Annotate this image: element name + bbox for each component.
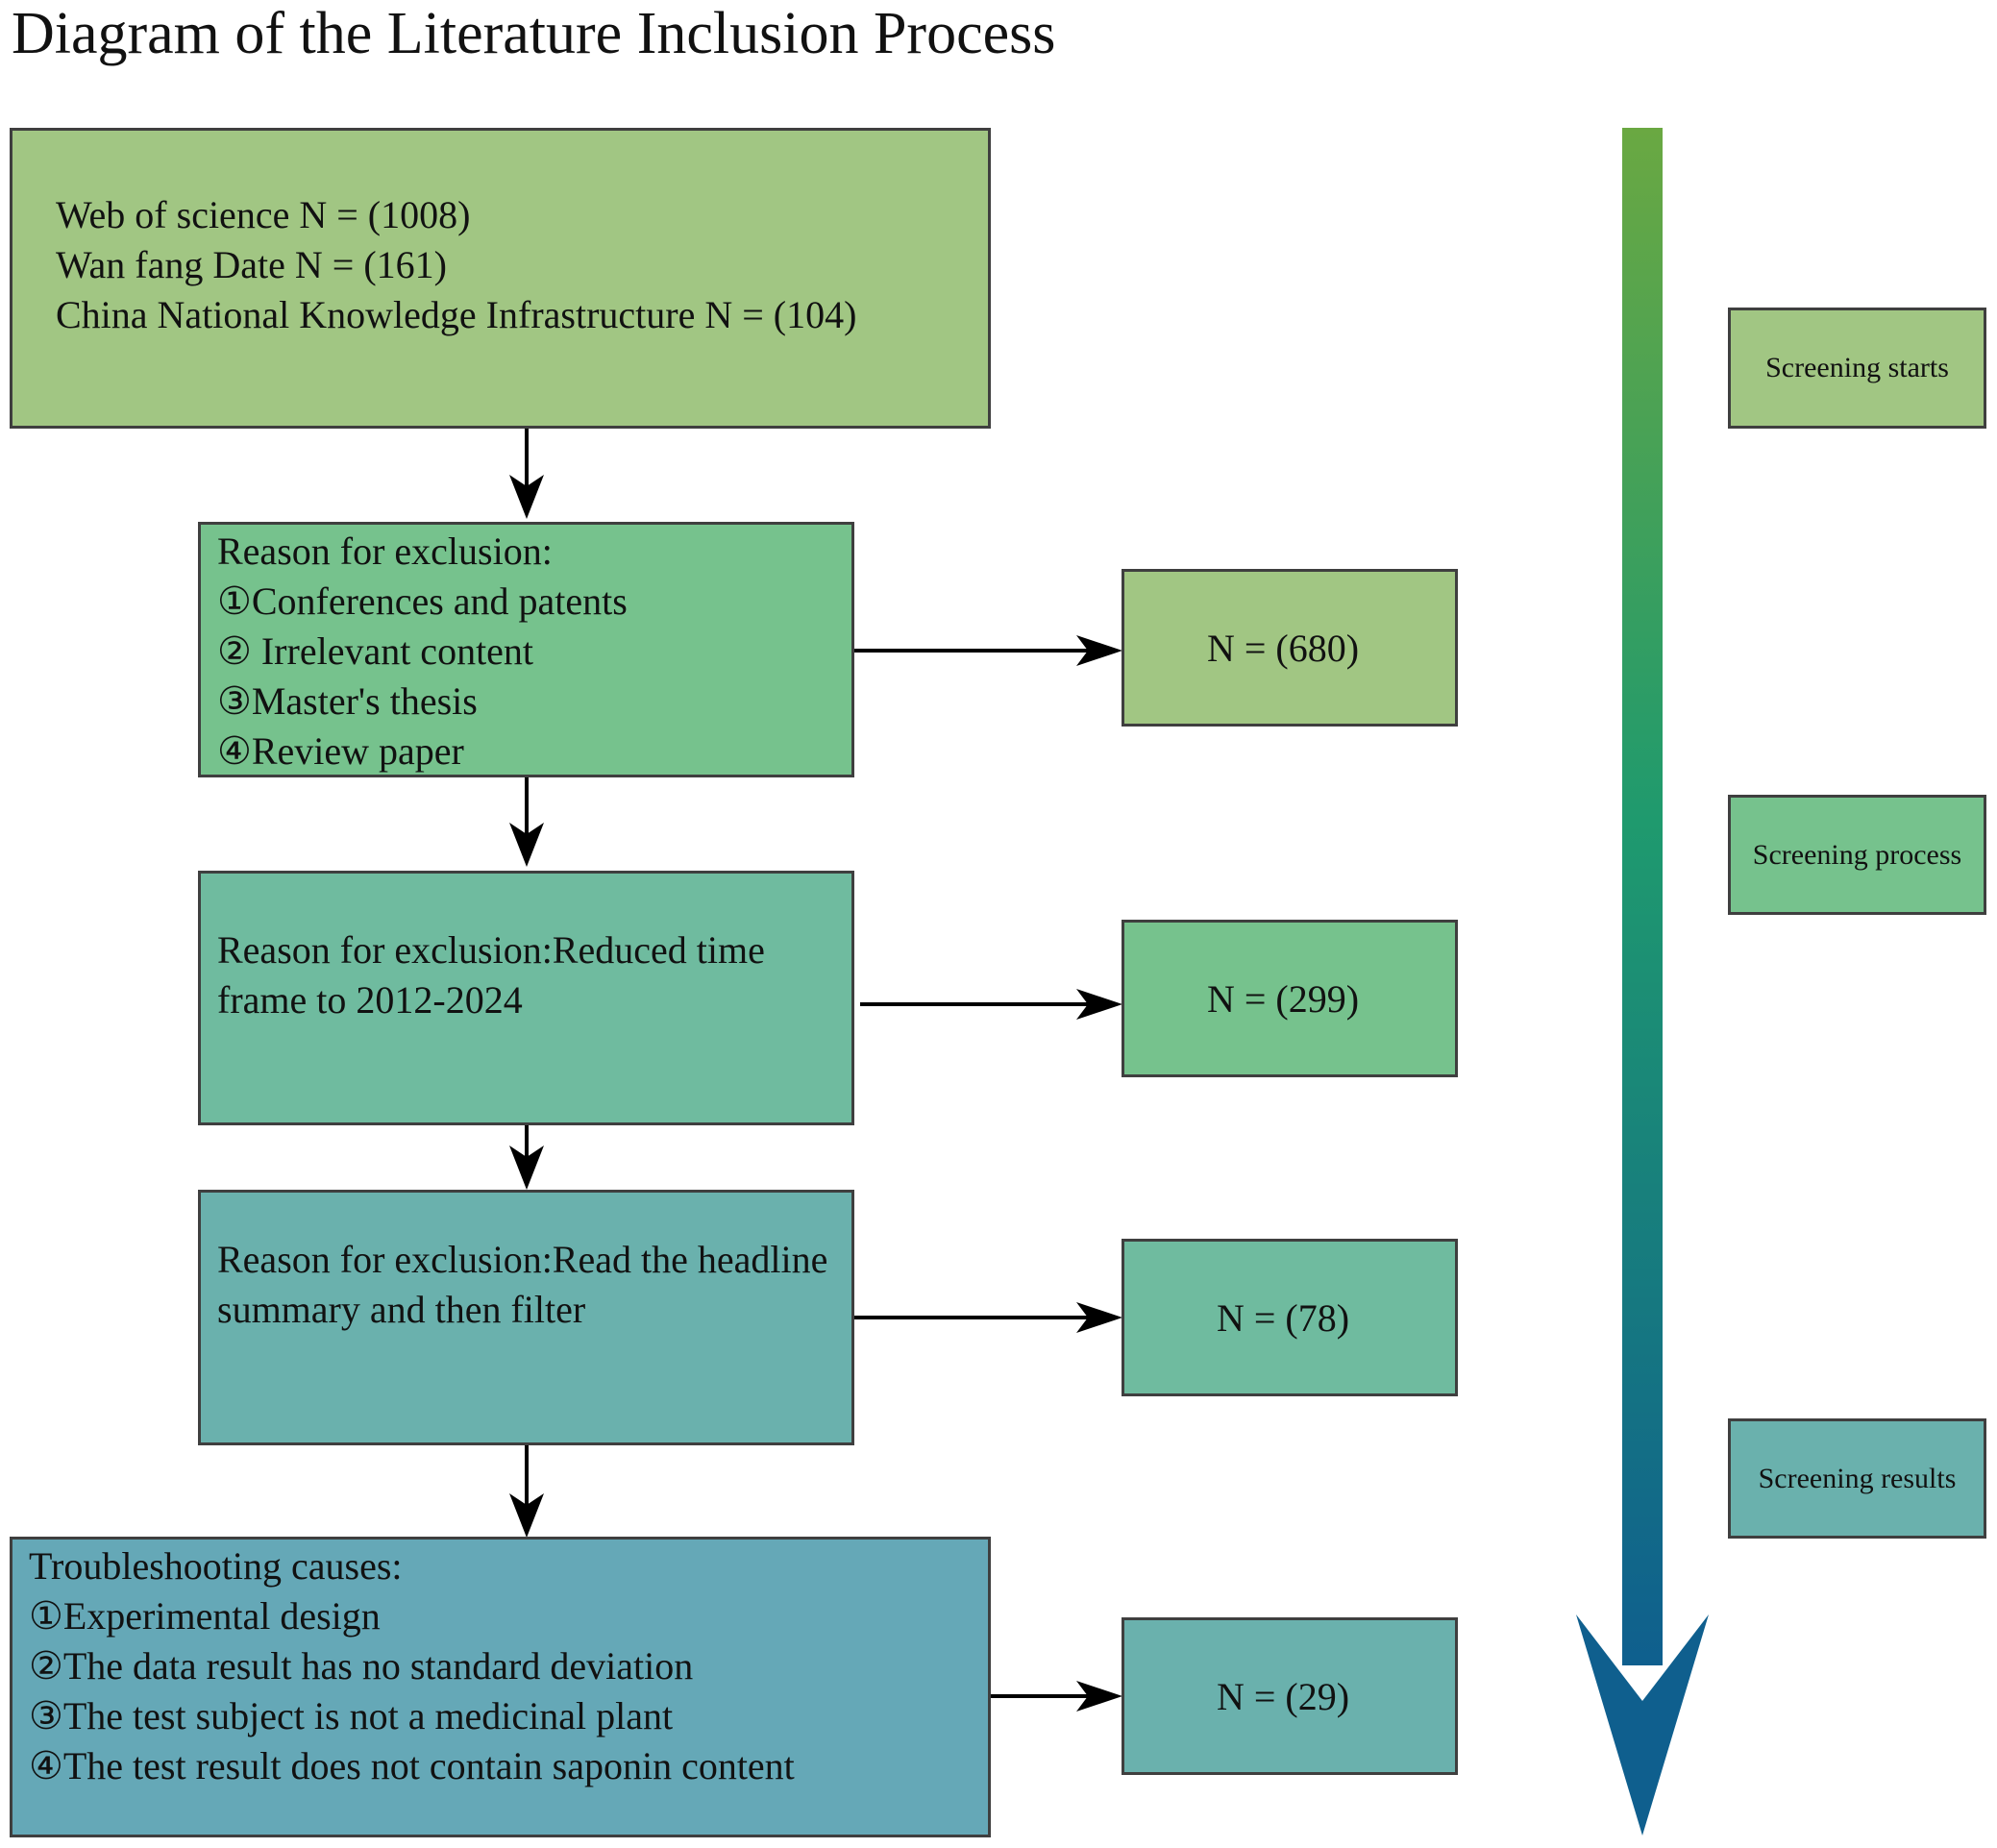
source-line: China National Knowledge Infrastructure …: [56, 293, 857, 336]
excluded-count: N = (78): [1216, 1295, 1350, 1340]
stage-label-box: Screening results: [1728, 1418, 1986, 1539]
source-line: Wan fang Date N = (161): [56, 243, 447, 286]
arrowhead-step3-final: [509, 1493, 544, 1538]
progress-arrow: [1576, 128, 1709, 1836]
arrowhead-step2-step3: [509, 1146, 544, 1190]
exclusion-item: ④Review paper: [217, 729, 464, 773]
stage-label: Screening results: [1758, 1462, 1957, 1494]
excluded-count-box: N = (299): [1122, 920, 1458, 1077]
arrowhead-step3-count: [1076, 1302, 1122, 1333]
progress-arrow-head: [1576, 1614, 1709, 1836]
excluded-count: N = (680): [1206, 626, 1360, 670]
excluded-count-box: N = (78): [1122, 1239, 1458, 1396]
stage-label: Screening starts: [1765, 352, 1949, 383]
source-line: Web of science N = (1008): [56, 193, 471, 236]
arrowhead-sources-step1: [509, 475, 544, 519]
exclusion-text: Reason for exclusion:Reduced time frame …: [217, 928, 765, 1022]
diagram-title: Diagram of the Literature Inclusion Proc…: [12, 1, 1056, 66]
exclusion-heading: Reason for exclusion:: [217, 530, 553, 573]
stage-label-box: Screening starts: [1728, 308, 1986, 429]
excluded-count-box: N = (680): [1122, 569, 1458, 727]
included-count: N = (29): [1216, 1674, 1350, 1718]
arrowhead-final-count: [1076, 1681, 1122, 1712]
troubleshooting-box: Troubleshooting causes: ①Experimental de…: [10, 1537, 991, 1837]
exclusion-text: Reason for exclusion:Read the headline s…: [217, 1238, 828, 1331]
troubleshooting-item: ③The test subject is not a medicinal pla…: [29, 1694, 674, 1737]
exclusion-item: ② Irrelevant content: [217, 629, 534, 673]
sources-box: Web of science N = (1008) Wan fang Date …: [10, 128, 991, 429]
exclusion-step-1-box: Reason for exclusion: ①Conferences and p…: [198, 522, 854, 777]
troubleshooting-item: ④The test result does not contain saponi…: [29, 1744, 795, 1787]
stage-label-box: Screening process: [1728, 795, 1986, 915]
arrowhead-step2-count: [1076, 989, 1122, 1020]
included-count-box: N = (29): [1122, 1617, 1458, 1775]
exclusion-item: ③Master's thesis: [217, 679, 478, 723]
exclusion-step-2-box: Reason for exclusion:Reduced time frame …: [198, 871, 854, 1125]
stage-label: Screening process: [1752, 838, 1962, 871]
troubleshooting-heading: Troubleshooting causes:: [29, 1544, 403, 1588]
exclusion-step-3-box: Reason for exclusion:Read the headline s…: [198, 1190, 854, 1445]
exclusion-item: ①Conferences and patents: [217, 579, 628, 623]
arrowhead-step1-step2: [509, 823, 544, 867]
arrowhead-step1-count: [1076, 635, 1122, 666]
excluded-count: N = (299): [1206, 976, 1360, 1021]
progress-arrow-shaft: [1622, 128, 1663, 1665]
troubleshooting-item: ①Experimental design: [29, 1594, 381, 1638]
troubleshooting-item: ②The data result has no standard deviati…: [29, 1644, 694, 1688]
